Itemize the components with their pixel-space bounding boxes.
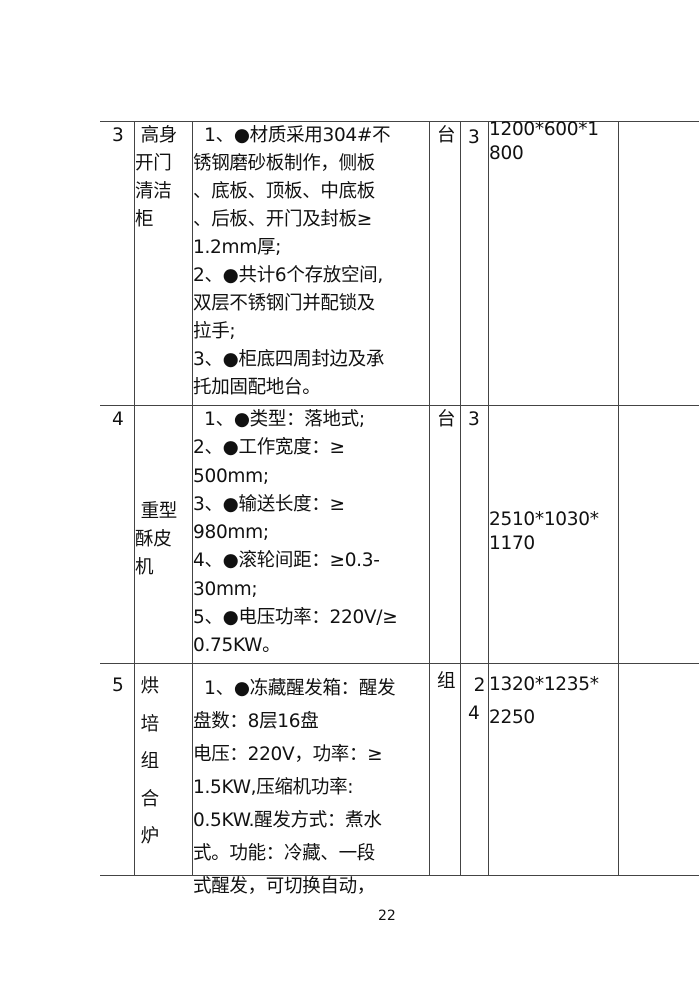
cell-line: 1、●材质采用304#不: [193, 125, 391, 146]
cell-line: 组: [135, 751, 160, 772]
cell-line: 1170: [489, 533, 535, 554]
cell-line: 盘数：8层16盘: [193, 711, 319, 732]
cell-line: 2250: [489, 707, 535, 728]
cell-line: 1、●类型：落地式;: [193, 409, 365, 430]
cell-spec: 1、●冻藏醒发箱：醒发盘数：8层16盘电压：220V，功率：≥ 1.5KW,压缩机…: [193, 672, 429, 903]
cell-line: 烘: [135, 676, 160, 697]
cell-line: 式。功能：冷藏、一段: [193, 843, 376, 864]
cell-line: 3、●柜底四周封边及承: [193, 349, 385, 370]
table-border: [100, 663, 699, 664]
cell-line: 酥皮: [135, 529, 172, 550]
cell-line: 4: [468, 703, 480, 724]
cell-line: 炉: [135, 826, 160, 847]
cell-line: 5、●电压功率：220V/≥: [193, 607, 398, 629]
cell-line: 清洁: [135, 181, 172, 202]
cell-line: 0.75KW。: [193, 635, 281, 657]
column-divider: [618, 121, 619, 875]
cell-line: 、底板、顶板、中底板: [193, 181, 376, 202]
cell-line: 2、●共计6个存放空间,: [193, 265, 383, 286]
cell-line: 1、●冻藏醒发箱：醒发: [193, 678, 396, 699]
cell-line: 1320*1235*: [489, 674, 599, 695]
table-border: [100, 405, 699, 406]
cell-line: 开门: [135, 153, 172, 174]
cell-line: 培: [135, 713, 160, 735]
cell-line: 3、●输送长度：≥: [193, 493, 345, 515]
cell-line: 3: [468, 409, 480, 430]
cell-line: 托加固配地台。: [193, 377, 321, 398]
cell-qty: 3: [468, 124, 488, 152]
cell-line: 2: [468, 675, 486, 696]
cell-line: 拉手;: [193, 321, 236, 342]
cell-name: 高身开门清洁柜: [135, 122, 191, 234]
cell-line: 台: [437, 125, 456, 146]
cell-line: 4: [112, 409, 124, 430]
cell-line: 电压：220V，功率：≥: [193, 744, 383, 765]
cell-line: 5: [112, 675, 124, 696]
cell-line: 1.2mm厚;: [193, 237, 282, 258]
cell-no: 3: [112, 122, 132, 150]
cell-line: 30mm;: [193, 578, 258, 600]
cell-size: 1320*1235* 2250: [489, 668, 617, 734]
cell-line: 1200*600*1: [489, 119, 599, 140]
column-divider: [488, 121, 489, 875]
cell-no: 4: [112, 406, 132, 434]
cell-line: 3: [112, 125, 124, 146]
column-divider: [192, 121, 193, 875]
column-divider: [460, 121, 461, 875]
cell-line: 柜: [135, 209, 154, 230]
cell-line: 3: [468, 127, 480, 148]
cell-line: 台: [437, 409, 456, 430]
cell-size: 1200*600*1 800: [489, 118, 617, 166]
cell-line: 980mm;: [193, 522, 269, 544]
cell-unit: 组: [437, 668, 459, 696]
cell-line: 组: [437, 671, 456, 692]
cell-unit: 台: [437, 406, 459, 434]
cell-line: 合: [135, 788, 160, 810]
column-divider: [134, 121, 135, 875]
cell-spec: 1、●材质采用304#不锈钢磨砂板制作，侧板、底板、顶板、中底板、后板、开门及封…: [193, 122, 429, 402]
cell-line: 重型: [135, 501, 178, 522]
cell-line: 机: [135, 557, 154, 578]
cell-line: 双层不锈钢门并配锁及: [193, 293, 376, 314]
cell-line: 、后板、开门及封板≥: [193, 209, 373, 230]
table-border: [100, 121, 699, 122]
cell-line: 高身: [135, 125, 178, 146]
cell-line: 1.5KW,压缩机功率:: [193, 777, 354, 798]
cell-spec: 1、●类型：落地式; 2、●工作宽度：≥ 500mm; 3、●输送长度：≥ 980mm;…: [193, 406, 429, 661]
cell-no: 5: [112, 672, 132, 700]
table-border: [100, 875, 699, 876]
cell-line: 800: [489, 143, 524, 164]
cell-name: 烘 培 组 合 炉: [135, 668, 191, 856]
column-divider: [429, 121, 430, 875]
cell-line: 500mm;: [193, 465, 269, 487]
cell-line: 锈钢磨砂板制作，侧板: [193, 153, 376, 174]
page-number: 22: [378, 908, 396, 924]
cell-size: 2510*1030* 1170: [489, 508, 617, 556]
cell-line: 0.5KW.醒发方式：煮水: [193, 810, 382, 831]
cell-line: 2510*1030*: [489, 509, 599, 530]
cell-name: 重型酥皮机: [135, 498, 191, 582]
cell-qty: 3: [468, 406, 488, 434]
cell-line: 4、●滚轮间距：≥0.3-: [193, 550, 380, 572]
cell-unit: 台: [437, 122, 459, 150]
cell-line: 式醒发，可切换自动，: [193, 876, 376, 897]
cell-line: 2、●工作宽度：≥: [193, 437, 345, 459]
